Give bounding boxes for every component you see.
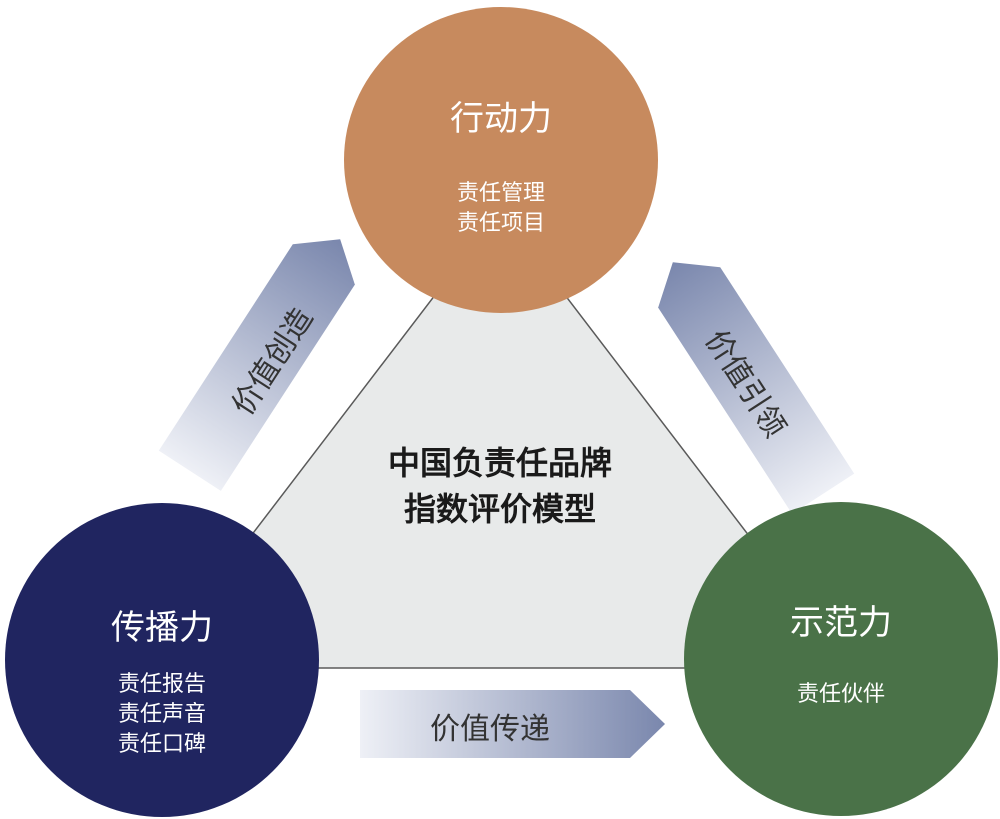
node-left-item: 责任口碑 (117, 732, 206, 757)
node-left-circle: 传播力 责任报告 责任声音 责任口碑 (5, 503, 319, 817)
node-left-title: 传播力 (111, 608, 213, 648)
node-right-item: 责任伙伴 (796, 682, 885, 707)
node-top-item: 责任项目 (456, 211, 545, 236)
node-left-item: 责任声音 (117, 702, 206, 727)
center-title-line2: 指数评价模型 (403, 490, 596, 528)
node-right-list: 责任伙伴 (684, 680, 998, 710)
center-title: 中国负责任品牌 指数评价模型 (330, 440, 670, 532)
arrow-bottom-label: 价值传递 (430, 712, 550, 747)
arrow-bottom-shape (360, 690, 665, 758)
arrow-left-shape (158, 239, 355, 491)
node-top-circle: 行动力 责任管理 责任项目 (344, 7, 658, 313)
center-title-line1: 中国负责任品牌 (387, 444, 612, 482)
node-top-list: 责任管理 责任项目 (344, 179, 658, 239)
arrow-right-shape (658, 262, 855, 514)
node-right-title: 示范力 (790, 603, 892, 643)
node-right-circle: 示范力 责任伙伴 (684, 502, 998, 816)
node-left-list: 责任报告 责任声音 责任口碑 (5, 670, 319, 760)
node-top-title: 行动力 (450, 99, 552, 139)
center-triangle (148, 208, 852, 669)
node-top-item: 责任管理 (456, 181, 545, 206)
node-left-item: 责任报告 (117, 672, 206, 697)
